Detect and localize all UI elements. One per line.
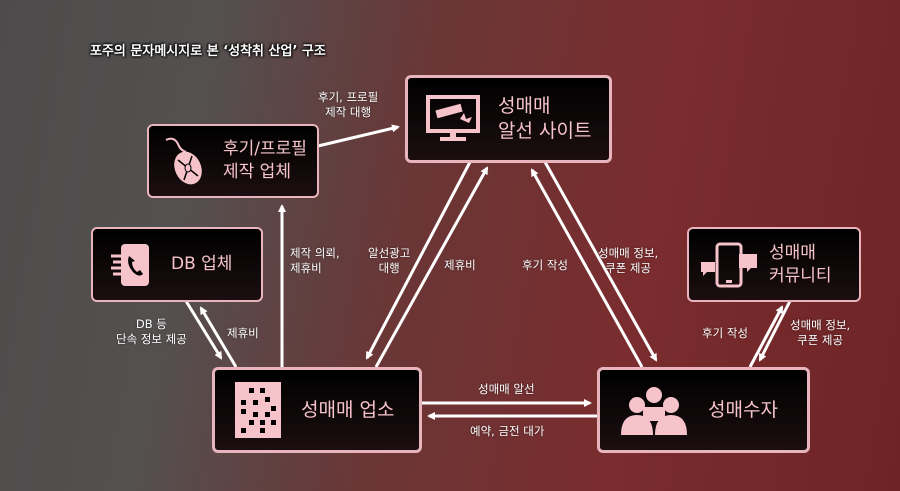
node-db: DB 업체 <box>91 227 263 302</box>
arrow-buyer-to-site <box>530 168 644 368</box>
monitor-icon <box>408 95 498 143</box>
edge-label-buyer-to-business: 예약, 금전 대가 <box>470 424 545 438</box>
edge-label-line: 대행 <box>378 261 400 275</box>
phone-chat-icon <box>689 242 769 288</box>
node-buyer: 성매수자 <box>597 367 810 453</box>
node-label: 후기/프로필 <box>223 139 307 159</box>
node-label: 커뮤니티 <box>769 265 832 286</box>
edge-label-line: 제작 의뢰, <box>290 246 340 260</box>
edge-label-line: 단속 정보 제공 <box>116 332 187 346</box>
arrow-site-to-business <box>365 161 472 360</box>
edge-label-business-to-profile: 제작 의뢰,제휴비 <box>290 246 340 276</box>
arrow-business-to-db <box>199 306 238 368</box>
node-label: 제작 업체 <box>223 162 291 182</box>
edge-label-line: 성매매 정보, <box>790 318 851 332</box>
node-label: 알선 사이트 <box>498 120 592 142</box>
node-label: 성매매 업소 <box>301 398 395 421</box>
edge-label-line: 제작 대행 <box>325 105 372 119</box>
edge-label-community-to-buyer: 성매매 정보,쿠폰 제공 <box>790 318 850 348</box>
arrow-site-to-buyer <box>543 161 658 362</box>
edge-label-line: 제휴비 <box>290 261 322 275</box>
mouse-icon <box>149 136 223 186</box>
edge-label-line: 후기, 프로필 <box>318 90 379 104</box>
edge-label-buyer-to-site: 후기 작성 <box>522 258 568 272</box>
diagram-title: 포주의 문자메시지로 본 ‘성착취 산업’ 구조 <box>90 44 326 59</box>
arrow-profile-to-site <box>317 124 400 148</box>
arrow-db-to-business <box>184 300 223 360</box>
edge-label-line: 알선광고 <box>368 246 411 260</box>
node-business: 성매매 업소 <box>212 367 422 453</box>
phonebook-icon <box>93 242 171 288</box>
node-label: DB 업체 <box>171 254 233 274</box>
arrow-buyer-to-community <box>748 305 784 368</box>
node-label: 성매매 <box>769 242 816 263</box>
arrow-business-to-site <box>374 166 489 368</box>
edge-label-business-to-site: 제휴비 <box>444 258 476 272</box>
edge-label-line: 성매매 정보, <box>598 246 659 260</box>
edge-label-line: DB 등 <box>135 317 167 331</box>
node-label: 성매수자 <box>708 398 778 421</box>
building-icon <box>215 382 301 438</box>
edge-label-site-to-buyer: 성매매 정보,쿠폰 제공 <box>598 246 658 276</box>
people-icon <box>600 385 708 435</box>
edge-label-business-to-buyer: 성매매 알선 <box>478 382 535 396</box>
edge-label-line: 쿠폰 제공 <box>797 333 844 347</box>
node-label: 성매매 <box>498 95 551 117</box>
edge-label-business-to-db: 제휴비 <box>227 326 259 340</box>
edge-label-buyer-to-community: 후기 작성 <box>702 326 748 340</box>
edge-label-line: 쿠폰 제공 <box>605 261 652 275</box>
arrow-community-to-buyer <box>758 300 792 362</box>
